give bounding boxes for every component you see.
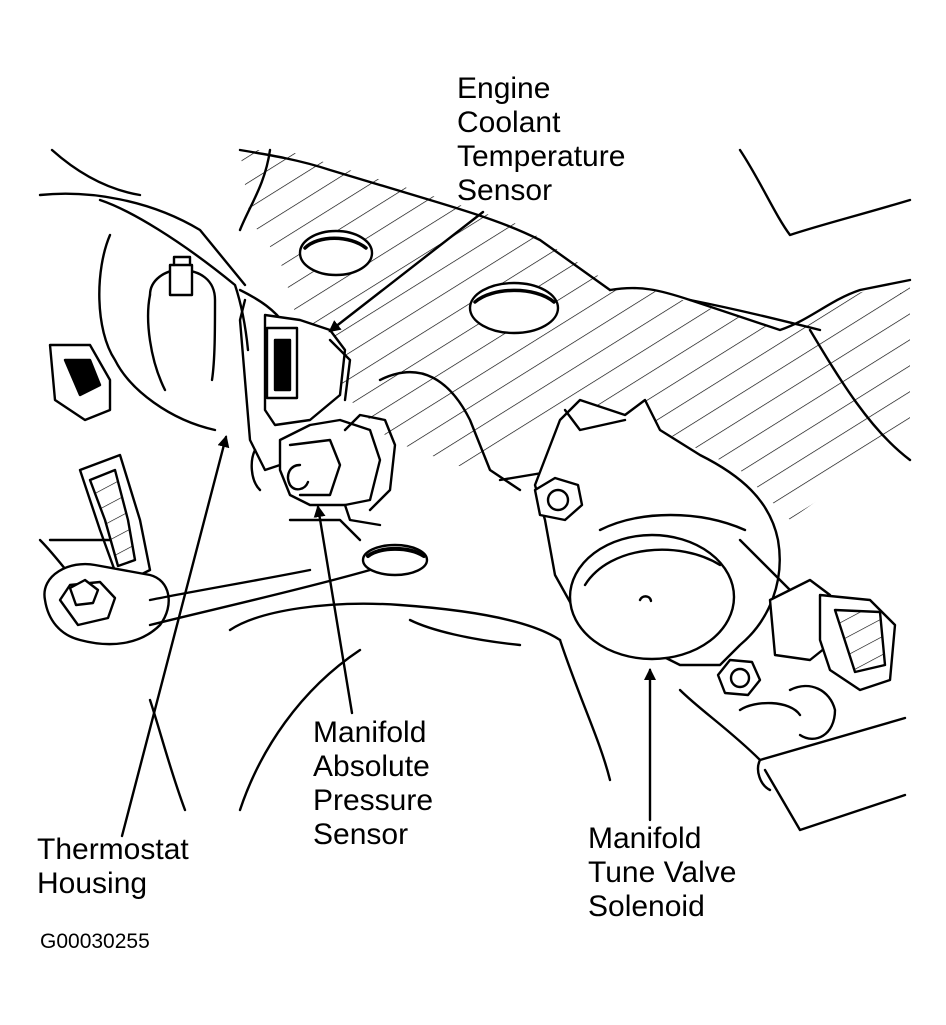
solenoid-bolt-lower [718, 660, 760, 695]
lower-casting [150, 520, 610, 810]
label-line: Manifold [313, 716, 427, 749]
label-line: Sensor [457, 174, 553, 207]
label-line: Solenoid [588, 890, 705, 923]
label-manifold-tune-valve-solenoid: Manifold Tune Valve Solenoid [588, 822, 736, 924]
leader-ect [328, 212, 483, 333]
solenoid-bolt-left [535, 478, 582, 520]
label-line: Manifold [588, 822, 702, 855]
label-line: Temperature [457, 140, 626, 173]
figure-id: G00030255 [40, 930, 150, 953]
label-line: Sensor [313, 818, 409, 851]
manifold-bolt-hole-1 [300, 231, 372, 275]
label-line: Housing [37, 867, 148, 900]
leader-map [313, 505, 352, 713]
label-line: Pressure [313, 784, 434, 817]
solenoid-connector [770, 580, 895, 690]
right-lower-bracket [680, 686, 905, 830]
label-thermostat-housing: Thermostat Housing [37, 833, 189, 901]
lower-left-bolt [44, 564, 370, 644]
label-line: Thermostat [37, 833, 189, 866]
label-line: Coolant [457, 106, 561, 139]
label-line: Tune Valve [588, 856, 737, 889]
label-engine-coolant-temperature-sensor: Engine Coolant Temperature Sensor [457, 72, 625, 208]
manifold-bolt-hole-2 [470, 283, 558, 333]
label-manifold-absolute-pressure-sensor: Manifold Absolute Pressure Sensor [313, 716, 433, 852]
intake-manifold [240, 150, 910, 520]
thermostat-housing [40, 150, 248, 430]
leader-thermostat [122, 435, 230, 836]
ect-sensor-connector [240, 290, 350, 470]
label-line: Absolute [313, 750, 430, 783]
manifold-tune-valve-solenoid [535, 400, 800, 665]
label-line: Engine [457, 72, 551, 105]
map-sensor [252, 415, 395, 525]
